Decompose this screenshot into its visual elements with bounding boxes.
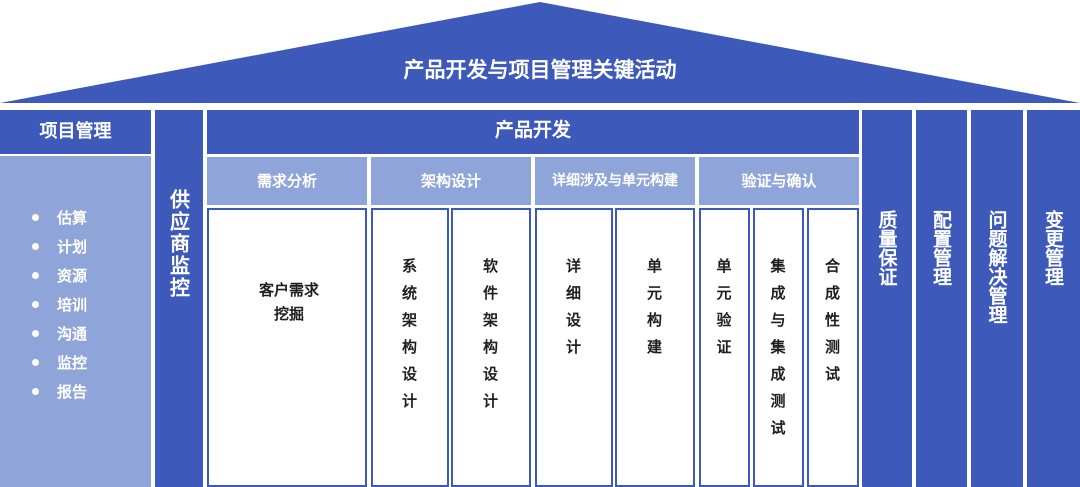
product-dev-title: 产品开发 — [494, 119, 571, 141]
bullet-icon — [32, 243, 39, 250]
bullet-icon — [32, 214, 39, 221]
project-mgmt-list: 估算 计划 资源 培训 沟通 监控 报告 — [32, 203, 151, 406]
list-item: 培训 — [32, 290, 151, 319]
list-item: 资源 — [32, 261, 151, 290]
box-label: 集成与集成测试 — [768, 258, 787, 447]
bullet-icon — [32, 272, 39, 279]
list-item: 估算 — [32, 203, 151, 232]
phase-header-detailed-design: 详细涉及与单元构建 — [535, 157, 695, 205]
box-unit-verification: 单元验证 — [699, 208, 750, 487]
box-detailed-design: 详细设计 — [535, 208, 613, 487]
box-label: 单元构建 — [645, 258, 663, 366]
column-change-management: 变更管理 — [1027, 110, 1080, 487]
box-label: 软件架构设计 — [481, 258, 499, 420]
list-item: 沟通 — [32, 319, 151, 348]
box-integration-testing: 集成与集成测试 — [753, 208, 804, 487]
phase-header-architecture: 架构设计 — [371, 157, 531, 205]
bullet-icon — [32, 359, 39, 366]
list-item: 报告 — [32, 377, 151, 406]
column-problem-resolution-management: 问题解决管理 — [971, 110, 1023, 487]
phase-header-verification: 验证与确认 — [699, 157, 859, 205]
box-label: 详细设计 — [564, 258, 582, 366]
box-label: 单元验证 — [714, 258, 733, 366]
box-software-architecture: 软件架构设计 — [451, 208, 531, 487]
box-compliance-testing: 合成性测试 — [807, 208, 859, 487]
bullet-icon — [32, 330, 39, 337]
project-mgmt-title: 项目管理 — [39, 121, 112, 142]
box-unit-construction: 单元构建 — [615, 208, 695, 487]
column-configuration-management: 配置管理 — [916, 110, 967, 487]
supplier-monitoring-column: 供应商监控 — [155, 110, 203, 487]
column-quality-assurance: 质量保证 — [862, 110, 912, 487]
box-system-architecture: 系统架构设计 — [371, 208, 449, 487]
product-dev-header: 产品开发 — [207, 110, 859, 154]
box-customer-requirements: 客户需求挖掘 — [207, 208, 367, 487]
list-item: 监控 — [32, 348, 151, 377]
box-label: 客户需求挖掘 — [258, 281, 319, 323]
roof-title: 产品开发与项目管理关键活动 — [403, 58, 677, 82]
box-label: 系统架构设计 — [400, 258, 418, 420]
project-mgmt-body: 估算 计划 资源 培训 沟通 监控 报告 — [0, 156, 151, 487]
bullet-icon — [32, 388, 39, 395]
bullet-icon — [32, 301, 39, 308]
roof-shape — [0, 2, 1080, 103]
supplier-monitoring-label: 供应商监控 — [166, 188, 191, 299]
list-item: 计划 — [32, 232, 151, 261]
project-mgmt-header: 项目管理 — [0, 110, 151, 154]
box-label: 合成性测试 — [823, 258, 841, 393]
phase-header-requirements: 需求分析 — [207, 157, 367, 205]
